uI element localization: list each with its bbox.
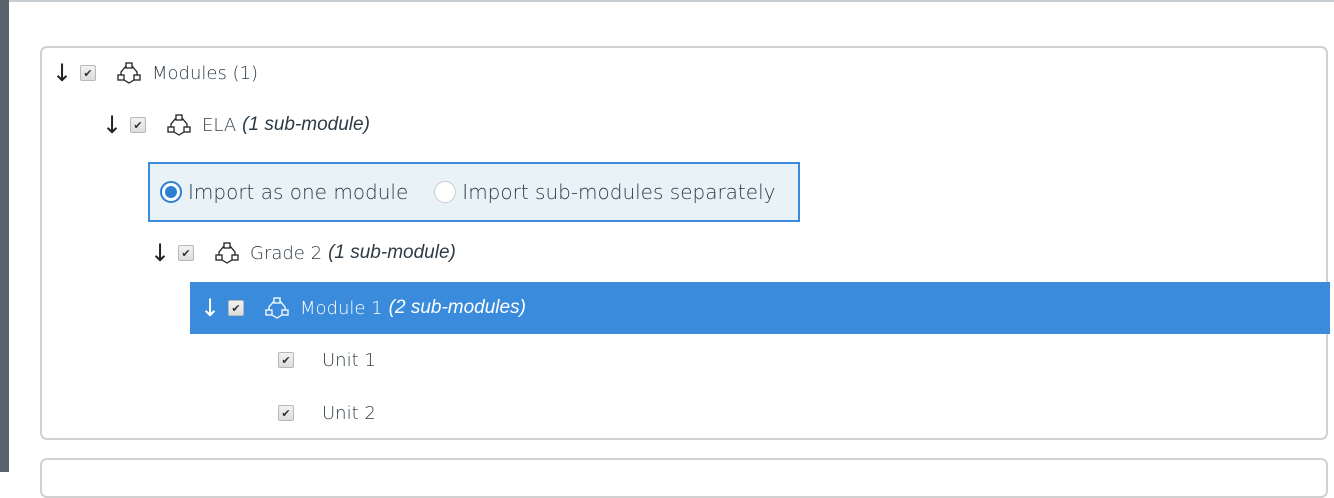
sub-count: (1 sub-module): [328, 242, 456, 263]
tree-label: Grade 2: [250, 242, 323, 264]
checkbox-grade-2[interactable]: ✔: [178, 245, 194, 261]
tree-label: Modules (1): [152, 62, 259, 84]
checkbox-module-1[interactable]: ✔: [228, 300, 244, 316]
tree-item-unit-1[interactable]: ✔ Unit 1: [272, 335, 376, 385]
collapse-arrow-icon[interactable]: ↓: [150, 239, 171, 267]
radio-unselected-icon[interactable]: [434, 181, 457, 203]
radio-import-as-one[interactable]: Import as one module: [160, 180, 408, 204]
radio-label: Import sub-modules separately: [462, 180, 776, 204]
tree-label: Module 1: [300, 297, 383, 319]
tree-label: Unit 1: [322, 349, 376, 371]
tree-label: Unit 2: [322, 402, 376, 424]
import-options-group: Import as one module Import sub-modules …: [148, 162, 800, 222]
sub-count: (1 sub-module): [242, 114, 370, 135]
tree-item-unit-2[interactable]: ✔ Unit 2: [272, 388, 376, 438]
check-icon: ✔: [281, 353, 291, 367]
module-tree-icon: [265, 297, 289, 319]
check-icon: ✔: [281, 406, 291, 420]
check-icon: ✔: [231, 301, 241, 315]
module-tree-icon: [167, 114, 191, 136]
radio-label: Import as one module: [188, 180, 409, 204]
check-icon: ✔: [83, 66, 93, 80]
tree-item-grade-2[interactable]: ↓ ✔ Grade 2 (1 sub-module): [150, 228, 456, 278]
next-panel: [40, 458, 1328, 498]
checkbox-ela[interactable]: ✔: [130, 117, 146, 133]
collapse-arrow-icon[interactable]: ↓: [102, 111, 123, 139]
tree-label: ELA: [202, 114, 237, 136]
module-tree-icon: [117, 62, 141, 84]
check-icon: ✔: [181, 246, 191, 260]
sub-count: (2 sub-modules): [388, 297, 526, 318]
left-sidebar-edge: [0, 0, 9, 472]
tree-item-ela[interactable]: ↓ ✔ ELA (1 sub-module): [102, 100, 370, 150]
module-tree-panel: [40, 46, 1328, 440]
check-icon: ✔: [133, 118, 143, 132]
checkbox-unit-2[interactable]: ✔: [278, 405, 294, 421]
collapse-arrow-icon[interactable]: ↓: [200, 294, 221, 322]
module-tree-icon: [215, 242, 239, 264]
top-divider: [9, 0, 1334, 2]
radio-import-separately[interactable]: Import sub-modules separately: [434, 180, 775, 204]
radio-selected-icon[interactable]: [160, 181, 182, 203]
tree-item-module-1[interactable]: ↓ ✔ Module 1 (2 sub-modules): [190, 282, 1330, 334]
collapse-arrow-icon[interactable]: ↓: [52, 59, 73, 87]
checkbox-unit-1[interactable]: ✔: [278, 352, 294, 368]
tree-item-modules[interactable]: ↓ ✔ Modules (1): [52, 48, 258, 98]
checkbox-modules[interactable]: ✔: [80, 65, 96, 81]
